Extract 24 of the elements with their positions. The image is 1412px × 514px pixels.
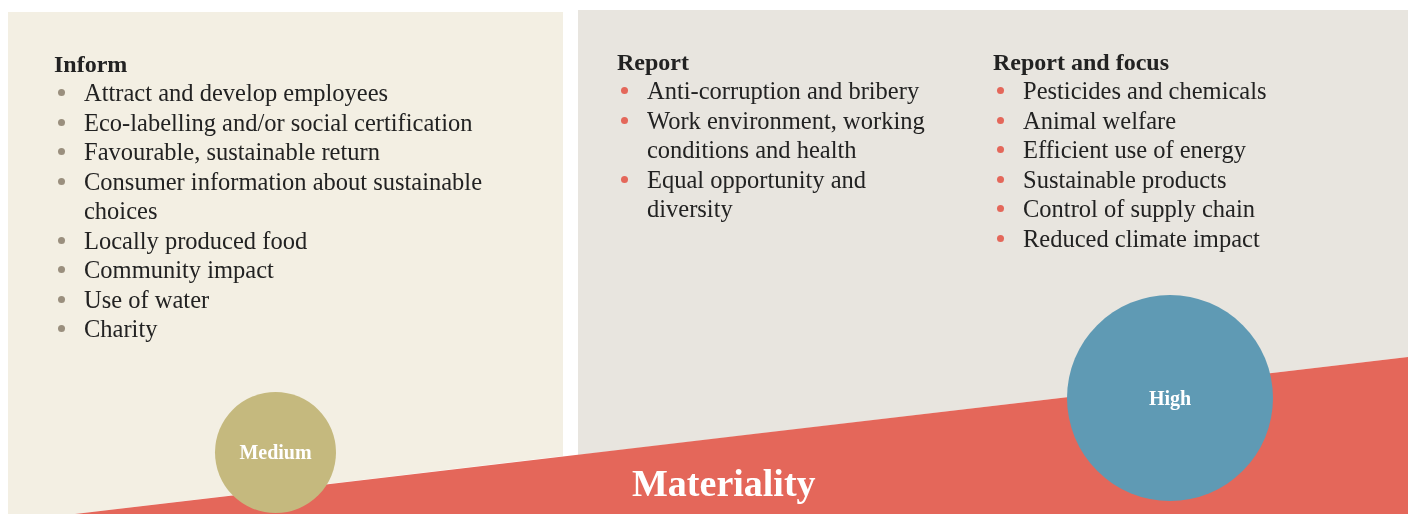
bullet-item: Consumer information about sustainable choices: [84, 167, 483, 224]
bullet-item: Anti-corruption and bribery: [647, 77, 920, 104]
bullet-item: Eco-labelling and/or social certification: [84, 108, 473, 136]
circle-label: Medium: [239, 441, 312, 464]
column-heading: Report: [617, 48, 690, 76]
bullet-item: Use of water: [84, 285, 210, 313]
circle-label: High: [1148, 386, 1192, 410]
bullet-item: Pesticides and chemicals: [1023, 77, 1267, 104]
column-heading: Report and focus: [993, 48, 1170, 76]
category-panel: [8, 12, 563, 514]
bullet-item: Work environment, working conditions and health: [647, 106, 925, 163]
bullet-item: Locally produced food: [84, 226, 308, 254]
bullet-item: Reduced climate impact: [1023, 224, 1260, 252]
bullet-item: Favourable, sustainable return: [84, 138, 380, 165]
bullet-item: Sustainable products: [1023, 165, 1227, 193]
bullet-item: Animal welfare: [1023, 106, 1177, 134]
bullet-item: Community impact: [84, 256, 274, 283]
band-label: Materiality: [632, 461, 816, 505]
bullet-item: Attract and develop employees: [84, 79, 389, 106]
bullet-item: Charity: [84, 315, 158, 342]
bullet-item: Efficient use of energy: [1023, 136, 1246, 163]
column-heading: Inform: [54, 50, 129, 78]
bullet-item: Control of supply chain: [1023, 195, 1256, 222]
bullet-item: Equal opportunity and diversity: [647, 165, 867, 222]
